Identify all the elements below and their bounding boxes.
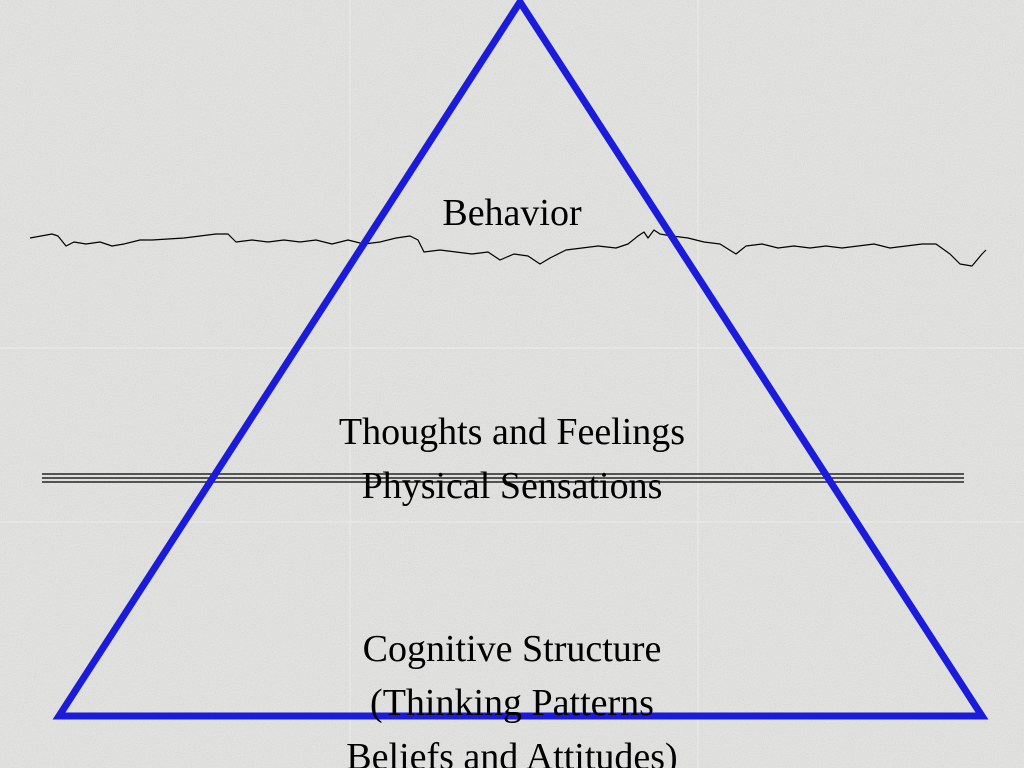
thoughts-feelings-text: Thoughts and Feelings [338, 411, 686, 453]
waterline [29, 229, 987, 267]
physical-sensations-text: Physical Sensations [361, 465, 663, 507]
behavior-text: Behavior [442, 192, 582, 234]
thoughts-feelings-label: Thoughts and Feelings Physical Sensation… [0, 405, 1024, 513]
cognitive-structure-label: Cognitive Structure (Thinking Patterns B… [0, 622, 1024, 768]
beliefs-attitudes-text: Beliefs and Attitudes) [346, 736, 678, 768]
pyramid-triangle [52, 0, 989, 720]
double-divider-line [42, 473, 964, 483]
behavior-label: Behavior [0, 186, 1024, 240]
cognitive-structure-text: Cognitive Structure [362, 628, 662, 670]
thinking-patterns-text: (Thinking Patterns [370, 682, 654, 724]
